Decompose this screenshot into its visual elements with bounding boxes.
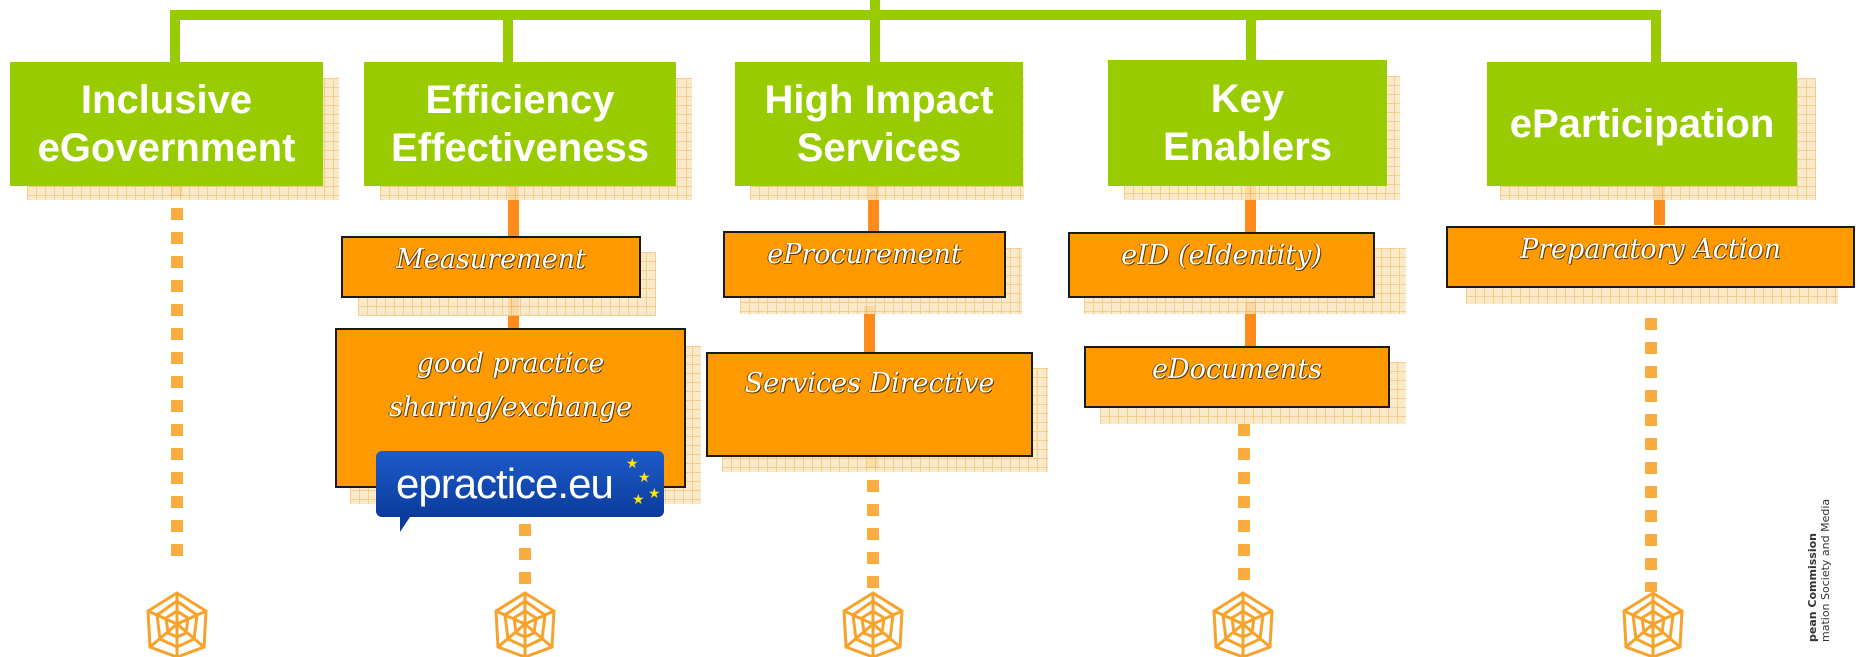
top-bar <box>170 10 1661 20</box>
dotted-eparticipation <box>1645 318 1657 592</box>
drop-inclusive <box>170 10 180 62</box>
drop-efficiency <box>503 10 513 62</box>
dotted-inclusive <box>171 184 183 556</box>
spider-web-icon <box>146 591 208 657</box>
action-eid: eID (eIdentity) <box>1068 232 1375 298</box>
action-eprocurement: eProcurement <box>723 231 1006 298</box>
spider-web-icon <box>1212 591 1274 657</box>
logo-text: epractice.eu <box>396 460 614 507</box>
organisation-credit: pean Commission mation Society and Media <box>1806 499 1832 642</box>
drop-eparticipation <box>1651 10 1661 62</box>
spider-web-icon <box>842 591 904 657</box>
connector-keyenablers-2 <box>1245 302 1256 349</box>
pillar-efficiency-effectiveness: Efficiency Effectiveness <box>364 62 676 186</box>
pillar-key-enablers: Key Enablers <box>1108 60 1387 186</box>
dotted-highimpact <box>867 456 879 592</box>
top-stem <box>870 0 880 14</box>
connector-keyenablers-1 <box>1245 185 1256 233</box>
connector-highimpact-1 <box>868 185 879 233</box>
connector-highimpact-2 <box>864 306 875 353</box>
credit-line-2: mation Society and Media <box>1819 498 1832 642</box>
pillar-eparticipation: eParticipation <box>1487 62 1797 186</box>
drop-high-impact <box>870 10 880 62</box>
pillar-high-impact-services: High Impact Services <box>735 62 1023 186</box>
action-measurement: Measurement <box>341 236 641 298</box>
connector-eparticipation <box>1654 185 1665 225</box>
pillar-inclusive-egovernment: Inclusive eGovernment <box>10 62 323 186</box>
spider-web-icon <box>1622 591 1684 657</box>
star-icon: ★ <box>626 455 639 471</box>
action-services-directive: Services Directive <box>706 352 1033 457</box>
star-icon: ★ <box>648 485 661 501</box>
dotted-keyenablers <box>1238 424 1250 588</box>
action-edocuments: eDocuments <box>1084 346 1390 408</box>
star-icon: ★ <box>638 469 651 485</box>
star-icon: ★ <box>632 491 645 507</box>
credit-line-1: pean Commission <box>1806 533 1819 642</box>
epractice-logo: epractice.eu ★ ★ ★ ★ <box>376 451 664 517</box>
action-preparatory-action: Preparatory Action <box>1446 226 1855 288</box>
drop-key-enablers <box>1246 10 1256 62</box>
logo-speech-tail <box>400 514 412 532</box>
spider-web-icon <box>494 591 556 657</box>
connector-efficiency-1 <box>508 185 519 237</box>
dotted-efficiency <box>519 524 531 596</box>
